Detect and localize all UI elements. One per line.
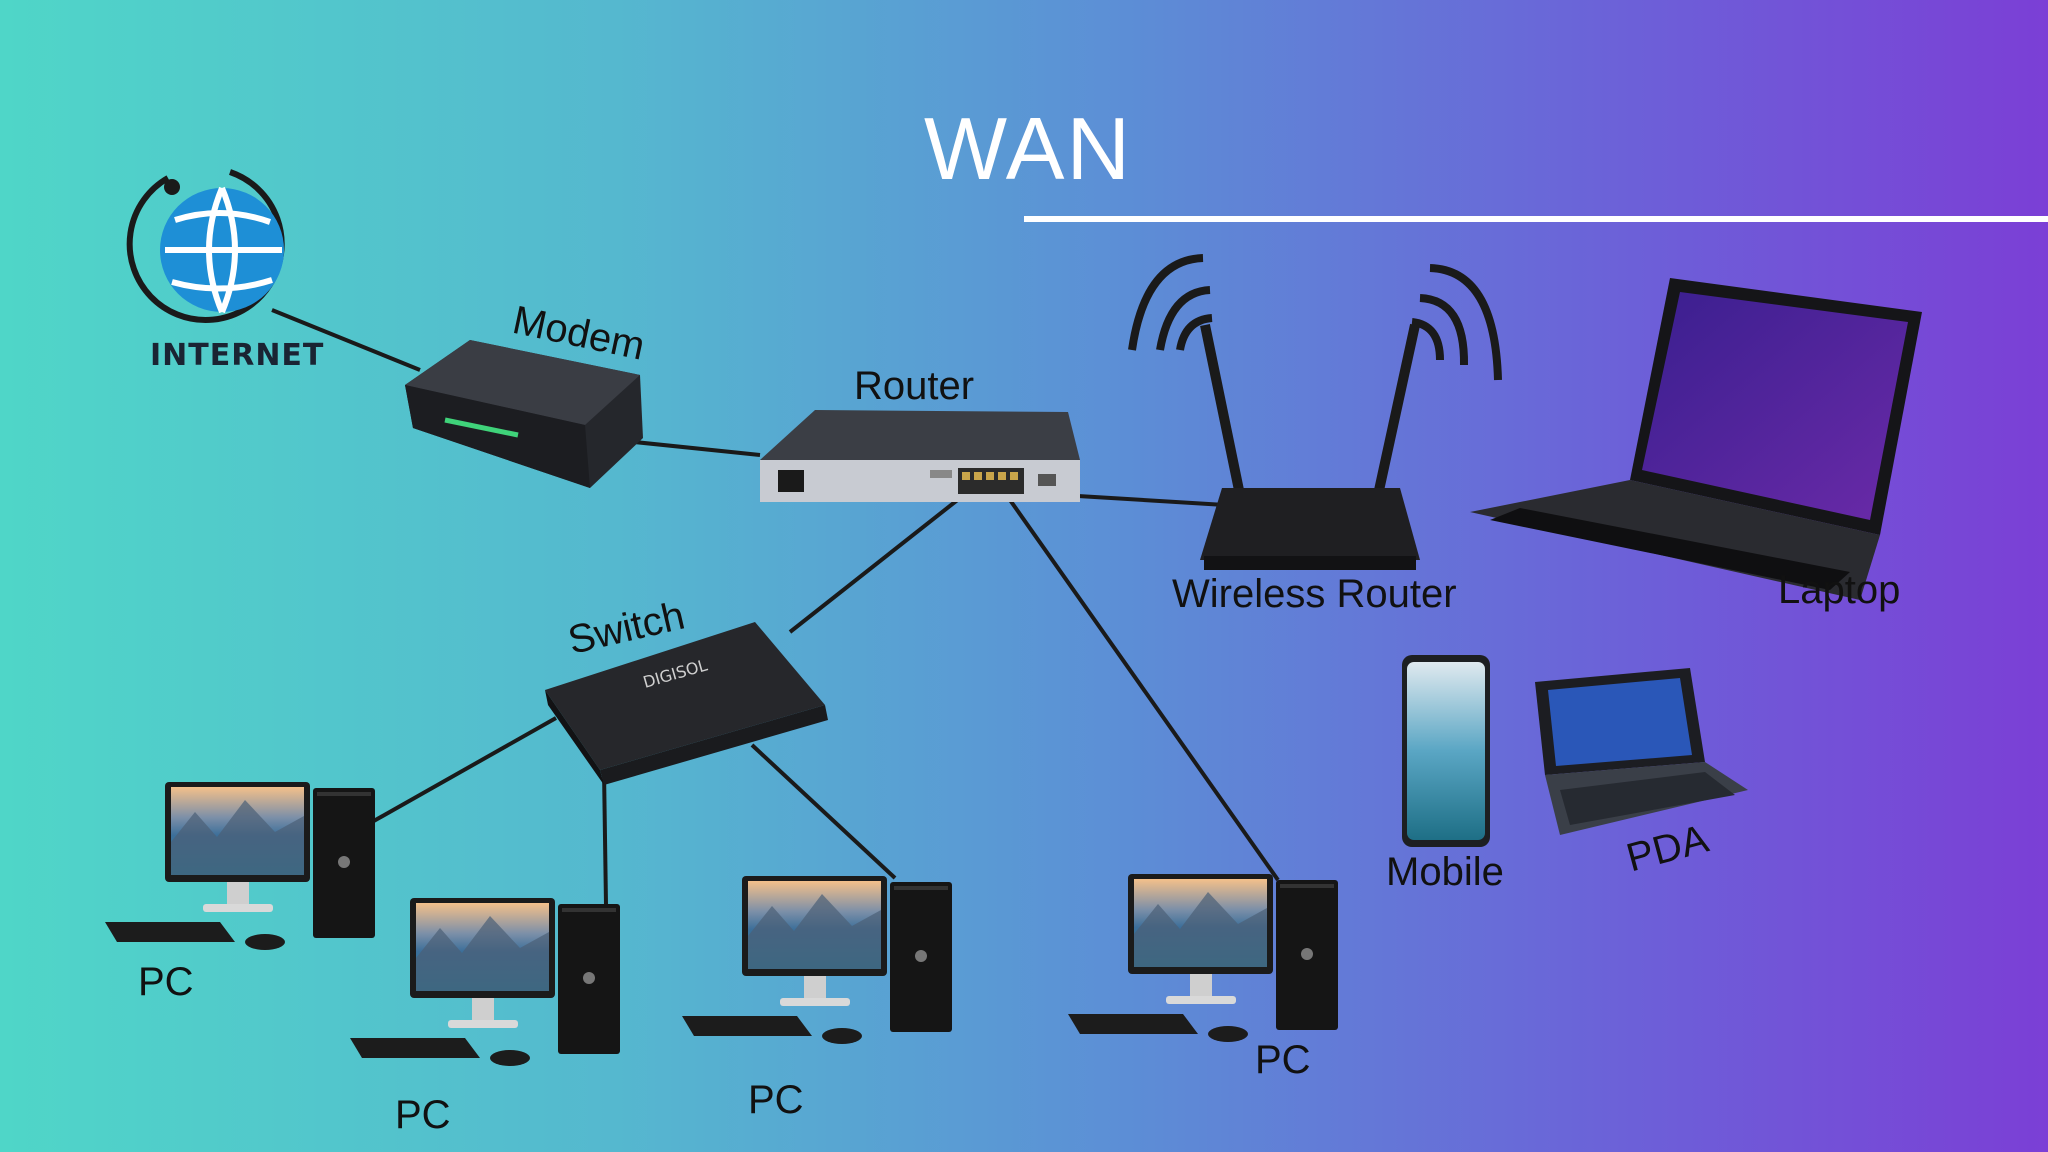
cable-switch-pc1 [371, 716, 557, 824]
wireless-router-label: Wireless Router [1172, 572, 1457, 616]
page-title: WAN [924, 99, 1133, 198]
modem-icon [405, 340, 643, 488]
cables [271, 308, 1280, 906]
router-icon [760, 410, 1080, 502]
switch-icon: DIGISOL [545, 622, 828, 785]
internet-label: INTERNET [150, 338, 325, 373]
pc-icon-2 [350, 898, 620, 1066]
cable-modem-router [614, 438, 761, 457]
router-label: Router [854, 364, 975, 408]
laptop-icon [1470, 278, 1922, 600]
cable-internet-modem [271, 308, 421, 372]
pc-label-2: PC [395, 1093, 451, 1137]
pc-label-4: PC [1255, 1038, 1311, 1082]
cable-router-pc4 [1008, 498, 1280, 882]
mobile-icon [1402, 655, 1490, 847]
mobile-label: Mobile [1386, 850, 1504, 894]
pc-icon-3 [682, 876, 952, 1044]
pc-icon-4 [1068, 874, 1338, 1042]
cable-switch-pc2 [602, 769, 608, 906]
cable-router-wireless [1077, 494, 1226, 507]
pc-label-3: PC [748, 1078, 804, 1122]
laptop-label: Laptop [1778, 568, 1901, 612]
pc-label-1: PC [138, 960, 194, 1004]
cable-router-switch [788, 496, 962, 634]
wireless-router-icon [1128, 254, 1502, 570]
title-underline [1024, 216, 2048, 222]
cable-switch-pc3 [750, 743, 897, 880]
globe-icon [126, 169, 285, 323]
pc-icon-1 [105, 782, 375, 950]
wifi-signal-icon [1128, 254, 1502, 381]
pda-icon [1535, 668, 1748, 835]
